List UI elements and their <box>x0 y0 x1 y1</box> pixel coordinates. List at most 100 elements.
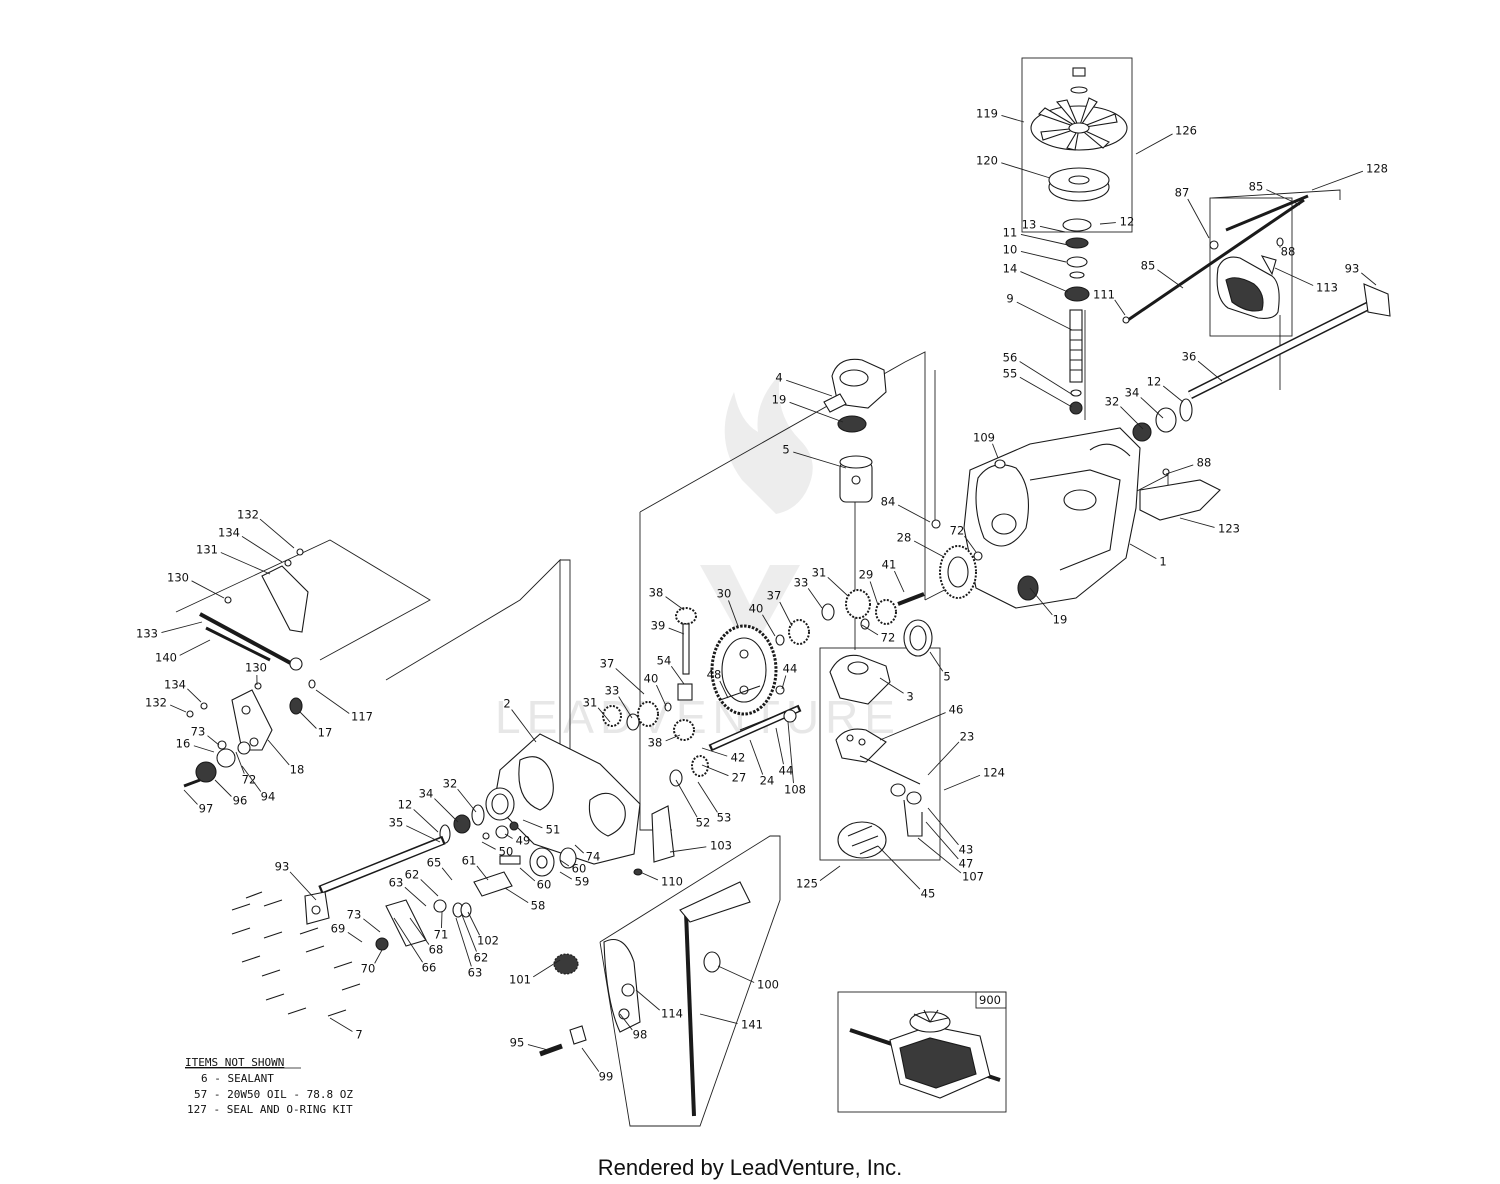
callout-19: 19 <box>772 393 787 407</box>
leader-line <box>183 789 198 805</box>
callout-30: 30 <box>717 587 732 601</box>
callout-59: 59 <box>575 875 590 889</box>
leader-line <box>992 443 999 459</box>
callout-19: 19 <box>1053 613 1068 627</box>
leader-line <box>675 779 698 818</box>
leader-line <box>504 833 513 839</box>
callout-40: 40 <box>644 672 659 686</box>
housing-right <box>963 427 1141 609</box>
callout-141: 141 <box>741 1018 763 1032</box>
callout-18: 18 <box>290 763 305 777</box>
leader-line <box>374 949 383 964</box>
callout-3: 3 <box>906 690 913 704</box>
callout-38: 38 <box>648 736 663 750</box>
leader-line <box>1039 225 1066 233</box>
leader-line <box>179 639 211 656</box>
leader-line <box>1019 376 1073 408</box>
callout-37: 37 <box>767 589 782 603</box>
callout-119: 119 <box>976 107 998 121</box>
callout-98: 98 <box>633 1028 648 1042</box>
leader-line <box>927 741 960 776</box>
callout-28: 28 <box>897 531 912 545</box>
callout-72: 72 <box>242 773 257 787</box>
parts <box>183 67 1391 1117</box>
leader-line <box>1016 301 1073 331</box>
leader-line <box>481 841 496 850</box>
leader-line <box>1274 267 1314 286</box>
leader-line <box>597 707 611 723</box>
callout-66: 66 <box>422 961 437 975</box>
callout-61: 61 <box>462 854 477 868</box>
callout-31: 31 <box>812 566 827 580</box>
callout-93: 93 <box>1345 262 1360 276</box>
leader-line <box>665 596 685 611</box>
callout-131: 131 <box>196 543 218 557</box>
leader-line <box>220 552 271 575</box>
callout-47: 47 <box>959 857 974 871</box>
callout-27: 27 <box>732 771 747 785</box>
callout-109: 109 <box>973 431 995 445</box>
callout-58: 58 <box>531 899 546 913</box>
callout-32: 32 <box>1105 395 1120 409</box>
leader-line <box>522 819 543 829</box>
leader-line <box>943 774 981 791</box>
callout-16: 16 <box>176 737 191 751</box>
leader-line <box>925 821 959 860</box>
leader-line <box>913 540 945 558</box>
callout-54: 54 <box>657 654 672 668</box>
callout-62: 62 <box>474 951 489 965</box>
leader-line <box>793 451 847 469</box>
leader-line <box>1162 385 1184 403</box>
leader-line <box>1020 233 1069 246</box>
callout-45: 45 <box>921 887 936 901</box>
leader-line <box>441 911 443 929</box>
leader-line <box>404 886 427 907</box>
leader-line <box>214 779 232 797</box>
leader-line <box>786 379 833 397</box>
note-line: 57 - 20W50 OIL - 78.8 OZ <box>194 1088 353 1101</box>
callout-13: 13 <box>1022 218 1037 232</box>
leader-line <box>701 747 728 757</box>
callout-17: 17 <box>318 726 333 740</box>
callout-101: 101 <box>509 973 531 987</box>
callout-65: 65 <box>427 856 442 870</box>
callout-5: 5 <box>782 443 789 457</box>
callout-134: 134 <box>164 678 186 692</box>
callout-114: 114 <box>661 1007 683 1021</box>
leader-line <box>819 865 841 882</box>
leader-line <box>574 844 584 854</box>
leader-line <box>779 601 793 627</box>
callout-24: 24 <box>760 774 775 788</box>
callout-123: 123 <box>1218 522 1240 536</box>
inset-label: 900 <box>979 993 1001 1007</box>
leader-line <box>1099 222 1116 225</box>
leader-line <box>1266 189 1301 206</box>
callout-69: 69 <box>331 922 346 936</box>
leader-line <box>927 807 959 846</box>
callout-126: 126 <box>1175 124 1197 138</box>
callout-85: 85 <box>1249 180 1264 194</box>
callout-74: 74 <box>586 850 601 864</box>
callout-130: 130 <box>167 571 189 585</box>
callout-7: 7 <box>355 1028 362 1042</box>
cooling-fan <box>1030 67 1128 151</box>
leader-line <box>559 871 573 880</box>
callout-5: 5 <box>943 670 950 684</box>
leader-line <box>656 684 667 707</box>
callout-128: 128 <box>1366 162 1388 176</box>
leader-line <box>879 677 904 694</box>
housing-left <box>485 733 641 865</box>
leader-line <box>762 614 776 637</box>
callout-51: 51 <box>546 823 561 837</box>
leader-line <box>861 624 879 636</box>
leader-line <box>406 825 441 843</box>
callout-4: 4 <box>775 371 782 385</box>
callout-12: 12 <box>398 798 413 812</box>
callout-34: 34 <box>419 787 434 801</box>
callout-60: 60 <box>537 878 552 892</box>
callout-42: 42 <box>731 751 746 765</box>
leader-line <box>827 577 849 597</box>
callout-38: 38 <box>649 586 664 600</box>
